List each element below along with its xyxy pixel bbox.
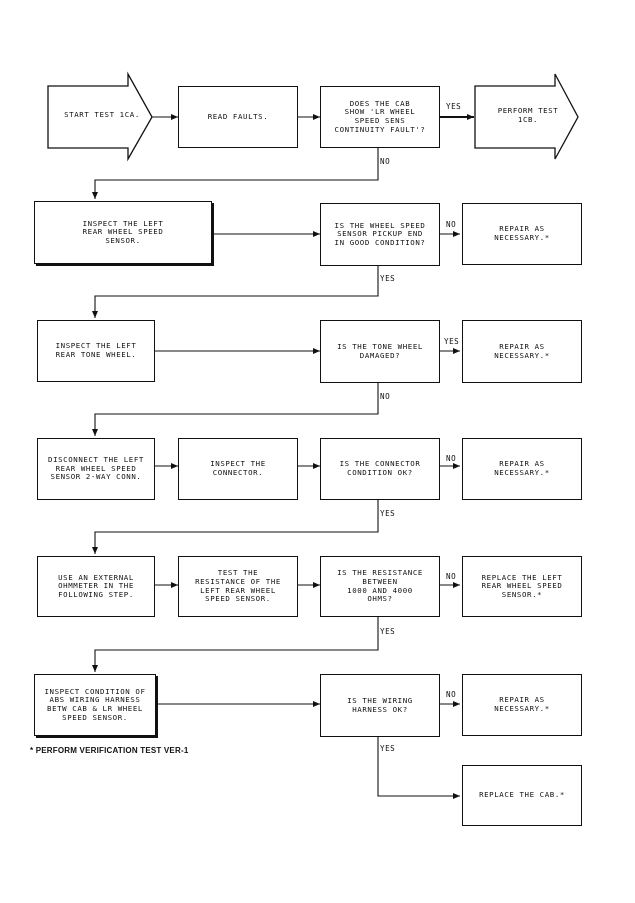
connector-decision: IS THE CONNECTOR CONDITION OK? [320, 438, 440, 500]
yes-label-row6: YES [380, 744, 396, 753]
no-label-row2: NO [446, 220, 457, 229]
start-test-label: START TEST 1CA. [64, 110, 140, 119]
cab-fault-decision: DOES THE CAB SHOW 'LR WHEEL SPEED SENS C… [320, 86, 440, 148]
no-label-row3: NO [380, 392, 391, 401]
yes-label-row2: YES [380, 274, 396, 283]
yes-label-row4: YES [380, 509, 396, 518]
no-label-row1: NO [380, 157, 391, 166]
yes-label-row3: YES [444, 337, 460, 346]
disconnect-connector-box: DISCONNECT THE LEFT REAR WHEEL SPEED SEN… [37, 438, 155, 500]
inspect-connector-box: INSPECT THE CONNECTOR. [178, 438, 298, 500]
pickup-end-decision: IS THE WHEEL SPEED SENSOR PICKUP END IN … [320, 203, 440, 266]
inspect-harness-box: INSPECT CONDITION OF ABS WIRING HARNESS … [34, 674, 156, 736]
inspect-sensor-box: INSPECT THE LEFT REAR WHEEL SPEED SENSOR… [34, 201, 212, 264]
verification-footnote: * PERFORM VERIFICATION TEST VER-1 [30, 746, 189, 755]
no-label-row6: NO [446, 690, 457, 699]
perform-arrow-shape [474, 73, 579, 160]
resistance-decision: IS THE RESISTANCE BETWEEN 1000 AND 4000 … [320, 556, 440, 617]
read-faults-box: READ FAULTS. [178, 86, 298, 148]
yes-label-row5: YES [380, 627, 396, 636]
inspect-tone-wheel-box: INSPECT THE LEFT REAR TONE WHEEL. [37, 320, 155, 382]
replace-sensor-box: REPLACE THE LEFT REAR WHEEL SPEED SENSOR… [462, 556, 582, 617]
yes-label-row1: YES [446, 102, 462, 111]
harness-decision: IS THE WIRING HARNESS OK? [320, 674, 440, 737]
tone-wheel-decision: IS THE TONE WHEEL DAMAGED? [320, 320, 440, 383]
perform-test-label: PERFORM TEST 1CB. [497, 106, 559, 124]
repair-box-1: REPAIR AS NECESSARY.* [462, 203, 582, 265]
test-resistance-box: TEST THE RESISTANCE OF THE LEFT REAR WHE… [178, 556, 298, 617]
start-arrow-shape [47, 71, 153, 162]
repair-box-4: REPAIR AS NECESSARY.* [462, 674, 582, 736]
no-label-row5: NO [446, 572, 457, 581]
no-label-row4: NO [446, 454, 457, 463]
replace-cab-box: REPLACE THE CAB.* [462, 765, 582, 826]
use-ohmmeter-box: USE AN EXTERNAL OHMMETER IN THE FOLLOWIN… [37, 556, 155, 617]
repair-box-2: REPAIR AS NECESSARY.* [462, 320, 582, 383]
repair-box-3: REPAIR AS NECESSARY.* [462, 438, 582, 500]
